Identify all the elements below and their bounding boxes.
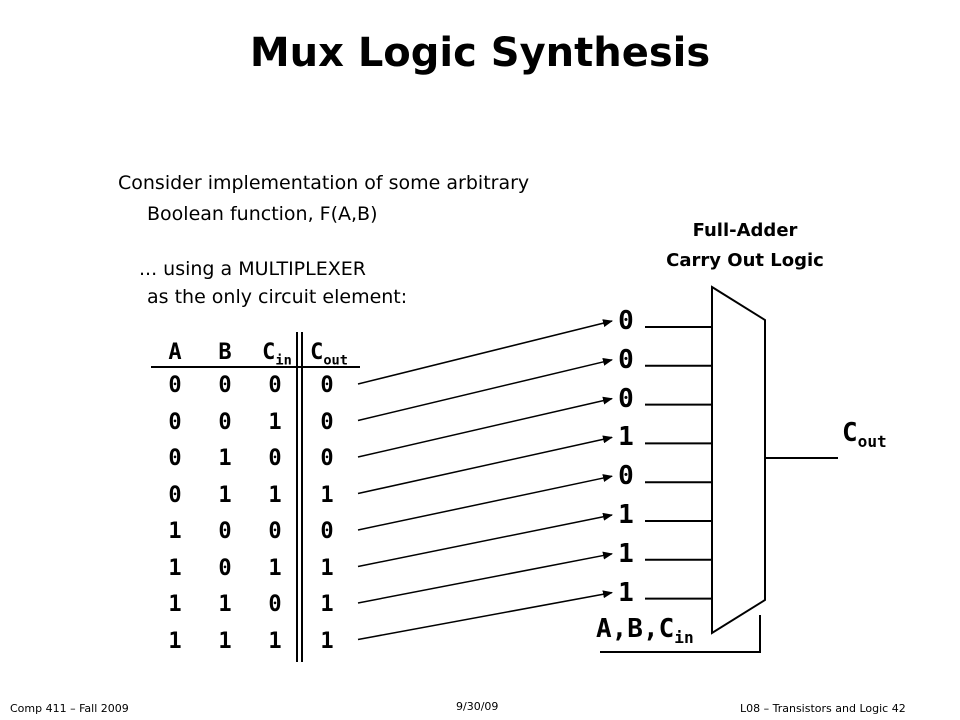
mux-input-value: 1 bbox=[618, 422, 634, 453]
table-cell: 1 bbox=[268, 409, 282, 435]
table-cell: 1 bbox=[168, 628, 182, 654]
footer-lecture: L08 – Transistors and Logic 42 bbox=[740, 702, 906, 715]
full-adder-caption: Full-Adder Carry Out Logic bbox=[630, 216, 860, 276]
mux-input-value: 0 bbox=[618, 306, 634, 336]
table-cell: 0 bbox=[268, 592, 282, 617]
header-cin: Cin bbox=[262, 340, 292, 369]
mux-input-value: 0 bbox=[618, 383, 634, 414]
table-cell: 1 bbox=[168, 519, 182, 544]
table-cell: 0 bbox=[168, 482, 182, 508]
footer-course: Comp 411 – Fall 2009 bbox=[10, 702, 129, 715]
table-cell: 1 bbox=[268, 482, 282, 508]
row-to-input-arrow bbox=[357, 551, 613, 604]
table-cell: 1 bbox=[268, 628, 282, 654]
row-arrows bbox=[357, 319, 613, 641]
row-to-input-arrow bbox=[357, 590, 613, 641]
table-cell: 1 bbox=[320, 628, 334, 654]
table-cell: 0 bbox=[320, 519, 334, 544]
mux-input-value: 0 bbox=[618, 461, 634, 492]
table-cell: 0 bbox=[320, 446, 334, 471]
mux-input-value: 0 bbox=[618, 344, 634, 375]
mux-body bbox=[711, 285, 766, 635]
select-inputs-label: A,B,Cin bbox=[596, 614, 694, 648]
table-cell: 0 bbox=[320, 409, 334, 435]
table-cell: 0 bbox=[168, 409, 182, 435]
intro-text-line-2: Boolean function, F(A,B) bbox=[147, 203, 378, 225]
header-cout: Cout bbox=[310, 340, 348, 369]
table-cell: 0 bbox=[218, 519, 232, 544]
table-cell: 1 bbox=[320, 592, 334, 617]
table-cell: 0 bbox=[218, 555, 232, 581]
mux-input-value: 1 bbox=[618, 538, 634, 569]
footer-date: 9/30/09 bbox=[456, 700, 499, 713]
header-a: A bbox=[168, 340, 182, 365]
caption-line-2: Carry Out Logic bbox=[666, 250, 824, 271]
mux-select-wire bbox=[600, 615, 761, 653]
table-cell: 1 bbox=[268, 555, 282, 581]
row-to-input-arrow bbox=[357, 396, 613, 458]
table-cell: 1 bbox=[218, 592, 232, 617]
intro-text-line-1: Consider implementation of some arbitrar… bbox=[118, 172, 530, 194]
table-cell: 0 bbox=[320, 373, 334, 398]
table-cell: 1 bbox=[218, 446, 232, 471]
table-cell: 0 bbox=[268, 373, 282, 398]
mux-input-value: 1 bbox=[618, 500, 634, 530]
row-to-input-arrow bbox=[357, 512, 613, 568]
table-cell: 1 bbox=[168, 555, 182, 581]
intro-text-line-3: ... using a MULTIPLEXER bbox=[139, 258, 366, 280]
cout-output-label: Cout bbox=[842, 418, 887, 452]
table-cell: 1 bbox=[218, 482, 232, 508]
table-cell: 0 bbox=[168, 373, 182, 398]
mux-input-value: 1 bbox=[618, 577, 634, 608]
caption-line-1: Full-Adder bbox=[692, 220, 798, 241]
table-cell: 0 bbox=[268, 519, 282, 544]
row-to-input-arrow bbox=[357, 435, 613, 495]
table-cell: 1 bbox=[218, 628, 232, 654]
table-cell: 1 bbox=[320, 555, 334, 581]
table-cell: 1 bbox=[168, 592, 182, 617]
slide-title: Mux Logic Synthesis bbox=[249, 30, 711, 76]
row-to-input-arrow bbox=[357, 319, 613, 385]
row-to-input-arrow bbox=[357, 358, 613, 422]
row-to-input-arrow bbox=[357, 474, 613, 531]
mux-input-wires bbox=[645, 326, 712, 600]
table-cell: 0 bbox=[168, 446, 182, 471]
table-cell: 0 bbox=[218, 373, 232, 398]
table-cell: 0 bbox=[218, 409, 232, 435]
intro-text-line-4: as the only circuit element: bbox=[147, 286, 408, 308]
table-cell: 1 bbox=[320, 482, 334, 508]
table-cell: 0 bbox=[268, 446, 282, 471]
header-b: B bbox=[218, 340, 232, 365]
